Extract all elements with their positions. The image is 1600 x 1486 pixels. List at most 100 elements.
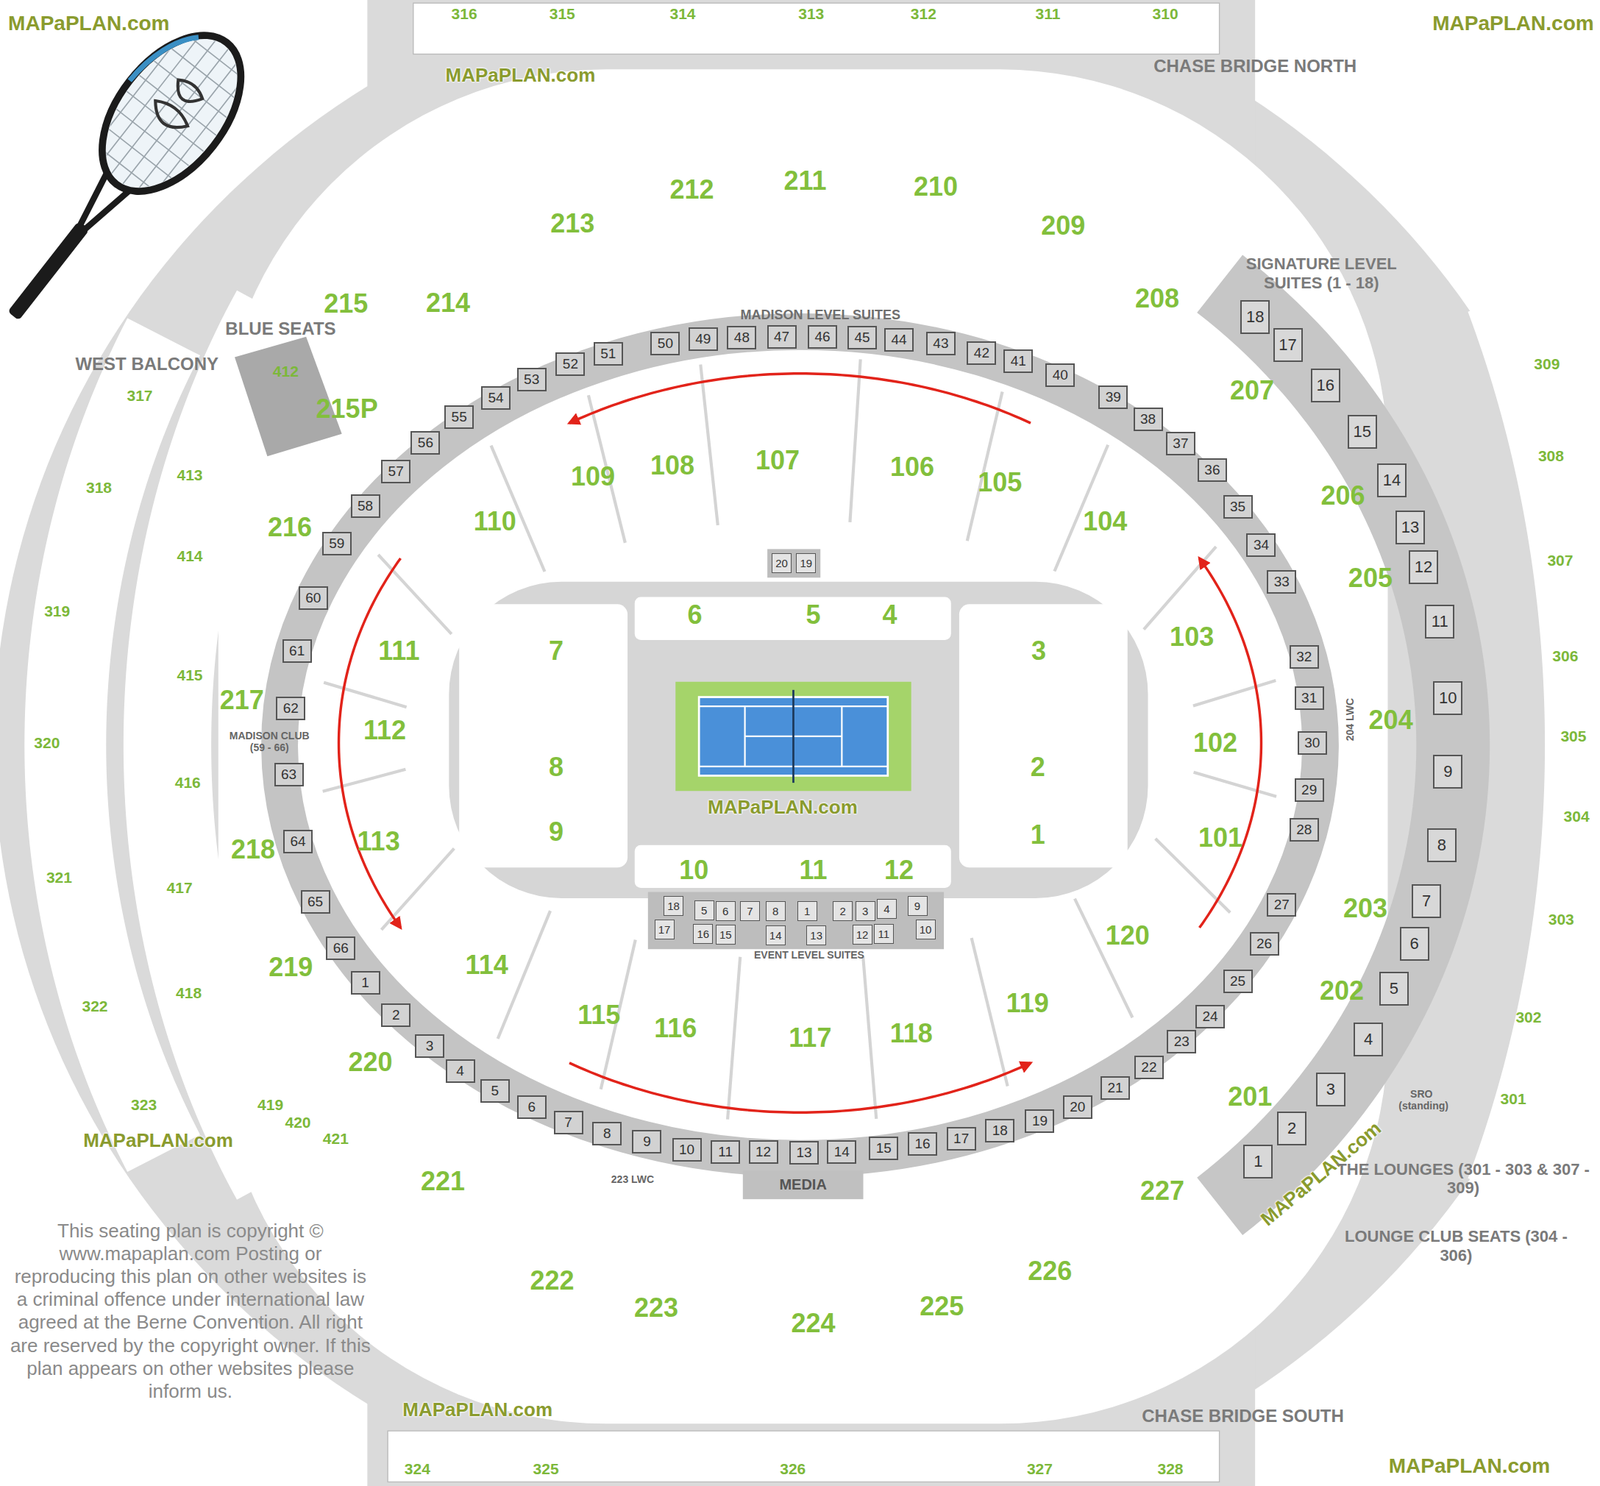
suite-number: 33 <box>1274 573 1290 590</box>
seating-section: 212 <box>667 174 716 206</box>
signature-suite-box: 15 <box>1347 414 1378 449</box>
section-number: 8 <box>548 751 564 783</box>
watermark: MAPaPLAN.com <box>1432 11 1594 36</box>
suite-box: 32 <box>1289 645 1319 669</box>
section-number: 215 <box>323 288 368 320</box>
suite-number: 58 <box>357 498 373 515</box>
suite-box: 62 <box>275 696 306 721</box>
section-number: 227 <box>1140 1175 1185 1207</box>
section-number: 108 <box>650 450 695 482</box>
area-label: 204 LWC <box>1344 698 1356 741</box>
seating-section: 117 <box>787 1022 833 1054</box>
floor-block <box>634 845 952 888</box>
suite-number: 9 <box>1443 762 1453 782</box>
area-label: 223 LWC <box>611 1173 654 1186</box>
section-number: 218 <box>230 834 276 866</box>
suite-number: 28 <box>1296 821 1312 838</box>
label-text: MAPaPLAN.com <box>402 1398 553 1421</box>
upper-level-area <box>218 69 1389 1424</box>
suite-box: 66 <box>325 936 356 960</box>
section-number: 120 <box>1105 920 1150 952</box>
seating-section: 114 <box>464 949 510 981</box>
suite-box: 28 <box>1289 818 1319 842</box>
suite-box: 55 <box>444 405 474 429</box>
section-number: 3 <box>1031 635 1047 667</box>
suite-box: 20 <box>1062 1095 1093 1119</box>
seating-section: 414 <box>175 547 204 565</box>
seating-section: 314 <box>667 5 697 23</box>
section-number: 216 <box>267 512 312 543</box>
seating-section: 202 <box>1318 975 1366 1007</box>
seating-section: 205 <box>1346 562 1395 594</box>
section-number: 113 <box>357 826 401 858</box>
seating-section: 4 <box>881 599 899 631</box>
suite-box: 2 <box>381 1003 411 1027</box>
section-number: 1 <box>1030 819 1046 851</box>
section-number: 320 <box>33 734 60 752</box>
suite-box: 33 <box>1266 570 1297 594</box>
suite-box: 37 <box>1165 431 1196 456</box>
section-number: 115 <box>577 999 621 1031</box>
suite-number: 46 <box>814 328 830 346</box>
suite-number: 9 <box>914 899 921 913</box>
signature-suite-box: 5 <box>1379 971 1409 1006</box>
suite-number: 18 <box>1246 307 1264 327</box>
section-number: 328 <box>1157 1460 1184 1478</box>
seating-section: 215 <box>322 288 370 320</box>
section-number: 306 <box>1552 647 1578 666</box>
seating-section: 7 <box>547 635 565 667</box>
seating-section: 413 <box>175 466 204 485</box>
label-text: 204 LWC <box>1344 698 1356 741</box>
suite-number: 55 <box>451 409 468 426</box>
seating-section: 201 <box>1226 1081 1274 1113</box>
seating-section: 227 <box>1138 1175 1186 1207</box>
section-number: 224 <box>790 1307 835 1339</box>
seating-section: 315 <box>548 5 577 23</box>
suite-number: 60 <box>305 589 321 607</box>
suite-number: 13 <box>795 1144 812 1161</box>
seating-section: 310 <box>1151 5 1180 23</box>
section-number: 317 <box>127 386 154 405</box>
suite-number: 7 <box>746 904 753 918</box>
lounge-band <box>1505 297 1586 1193</box>
label-text: MAPaPLAN.com <box>8 11 170 35</box>
section-number: 420 <box>285 1113 312 1132</box>
area-label: CHASE BRIDGE SOUTH <box>1141 1405 1344 1427</box>
area-label: THE LOUNGES (301 - 303 & 307 - 309) <box>1334 1160 1592 1198</box>
suite-number: 19 <box>1032 1113 1048 1130</box>
section-number: 325 <box>533 1460 560 1478</box>
section-number: 112 <box>363 715 407 746</box>
section-number: 222 <box>529 1265 574 1297</box>
suite-box: 4 <box>445 1059 476 1083</box>
section-number: 114 <box>465 949 509 981</box>
suite-number: 16 <box>696 927 710 941</box>
suite-number: 14 <box>1382 470 1401 490</box>
section-number: 308 <box>1538 447 1564 465</box>
floor-block <box>959 603 1128 868</box>
seating-section: 309 <box>1532 355 1562 373</box>
suite-box: 60 <box>298 586 329 610</box>
suite-number: 30 <box>1304 734 1320 752</box>
suites-block <box>767 548 821 578</box>
suite-box: 51 <box>593 342 624 366</box>
event-suite-box: 13 <box>806 925 827 946</box>
suite-number: 13 <box>1401 517 1420 538</box>
seating-section: 208 <box>1133 283 1181 315</box>
suite-number: 2 <box>1287 1118 1297 1139</box>
seating-section: 3 <box>1029 635 1048 667</box>
suite-number: 5 <box>490 1082 499 1100</box>
signature-suite-box: 9 <box>1433 754 1463 789</box>
suite-ring <box>279 331 1321 1159</box>
suite-box: 57 <box>381 459 411 484</box>
suite-box: 27 <box>1266 893 1297 917</box>
suite-number: 61 <box>289 642 305 660</box>
section-number: 421 <box>322 1129 349 1148</box>
aisle-line <box>1193 772 1278 797</box>
seating-section: 301 <box>1499 1090 1528 1108</box>
suite-number: 3 <box>862 904 869 918</box>
event-suite-box: 8 <box>765 901 786 922</box>
floor-area <box>448 581 1148 899</box>
seating-section: 103 <box>1168 621 1216 653</box>
floor-block <box>459 603 628 868</box>
suite-number: 11 <box>877 927 890 941</box>
